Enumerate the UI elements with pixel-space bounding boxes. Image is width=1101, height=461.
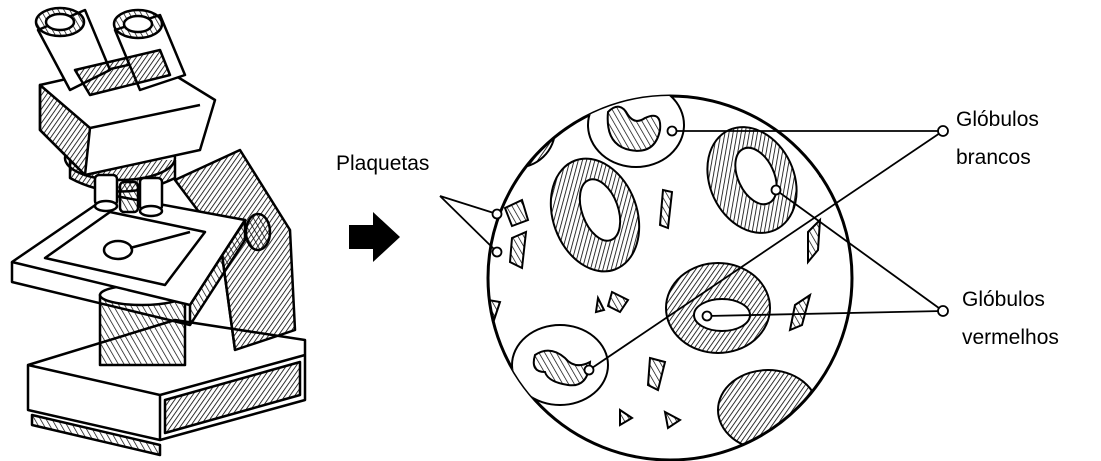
right-arrow-icon <box>349 212 400 262</box>
white-blood-cell <box>512 325 608 405</box>
red-blood-cell <box>475 92 555 168</box>
white-cells-label-line2: brancos <box>956 146 1031 170</box>
platelets-label: Plaquetas <box>336 152 429 176</box>
microscope-illustration <box>12 8 305 455</box>
white-cells-label-line1: Glóbulos <box>956 108 1039 132</box>
red-blood-cell <box>718 370 818 450</box>
red-cells-label-line2: vermelhos <box>962 326 1059 350</box>
magnified-blood-view <box>475 83 852 460</box>
red-cells-label-line1: Glóbulos <box>962 288 1045 312</box>
